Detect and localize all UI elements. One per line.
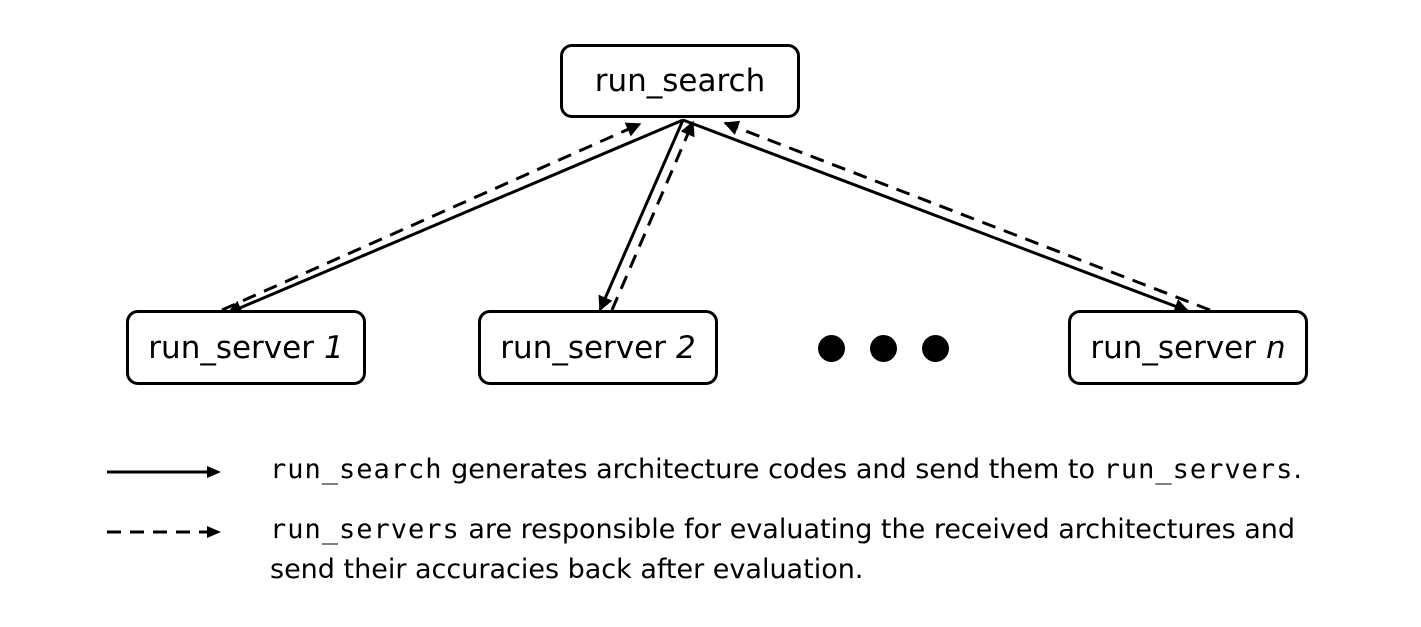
dashed-edge-server-n-to-search bbox=[723, 120, 1211, 312]
legend-solid-text: run_search generates architecture codes … bbox=[270, 452, 1302, 488]
run-server-2-label: run_server bbox=[500, 329, 666, 366]
legend-solid-desc: generates architecture codes and send th… bbox=[442, 454, 1104, 485]
legend-dashed-arrow-icon bbox=[107, 526, 221, 538]
legend-solid-term-search: run_search bbox=[270, 454, 443, 485]
run-server-1-label: run_server bbox=[148, 329, 314, 366]
legend-dashed-term-servers: run_servers bbox=[270, 514, 460, 545]
legend-dashed-text: run_servers are responsible for evaluati… bbox=[270, 512, 1295, 548]
dashed-edge-server-1-to-search bbox=[221, 122, 642, 312]
ellipsis-dot-3 bbox=[922, 335, 949, 362]
solid-edge-search-to-server-n bbox=[682, 118, 1190, 314]
legend-solid-arrow-icon bbox=[107, 466, 221, 478]
run-search-label: run_search bbox=[594, 63, 766, 99]
legend-dashed-desc-line2: send their accuracies back after evaluat… bbox=[270, 554, 864, 585]
legend-dashed-desc: are responsible for evaluating the recei… bbox=[459, 514, 1296, 545]
legend-dashed-text-line2: send their accuracies back after evaluat… bbox=[270, 552, 863, 588]
run-server-1-index: 1 bbox=[323, 329, 344, 366]
run-server-n-label: run_server bbox=[1090, 329, 1256, 366]
ellipsis-dot-1 bbox=[818, 335, 845, 362]
solid-edge-search-to-server-2 bbox=[598, 119, 685, 312]
run-server-n-node: run_server n bbox=[1068, 310, 1308, 385]
run-server-2-index: 2 bbox=[675, 329, 696, 366]
legend-solid-term-servers: run_servers bbox=[1103, 454, 1294, 485]
solid-edge-search-to-server-1 bbox=[226, 118, 684, 315]
run-server-n-index: n bbox=[1266, 329, 1286, 366]
dashed-edge-server-2-to-search bbox=[610, 120, 695, 311]
legend-solid-period: . bbox=[1293, 454, 1303, 485]
run-search-node: run_search bbox=[560, 44, 800, 118]
ellipsis-dot-2 bbox=[870, 335, 897, 362]
